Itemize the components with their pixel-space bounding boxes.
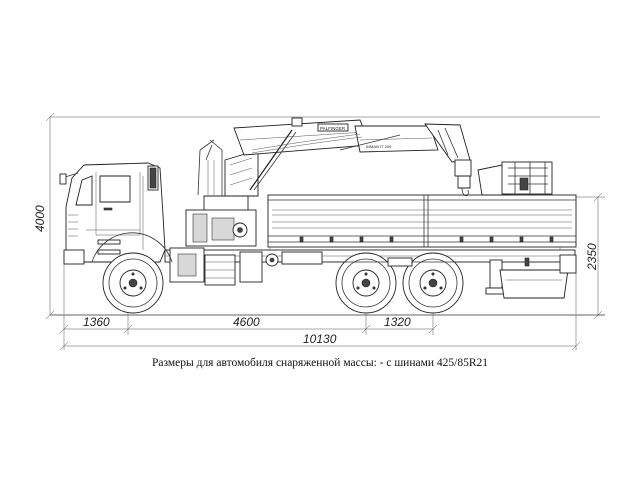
crane: PALFINGER INMAN IT 200 xyxy=(185,117,472,247)
dim-overall-length: 10130 xyxy=(303,332,337,346)
front-wheel xyxy=(91,232,173,314)
flatbed-platform xyxy=(267,194,577,250)
rear-wheel-2 xyxy=(402,252,464,314)
dim-overall-height: 4000 xyxy=(33,205,47,232)
dim-platform-height: 2350 xyxy=(585,243,599,271)
crane-model-label: INMAN IT 200 xyxy=(366,144,392,149)
truck-cab xyxy=(59,162,166,265)
dim-bogie: 1320 xyxy=(384,315,411,329)
rear-control-station xyxy=(477,161,553,196)
dim-wheelbase: 4600 xyxy=(233,315,260,329)
dim-front-overhang: 1360 xyxy=(83,315,110,329)
rear-suspension xyxy=(330,257,470,267)
crane-brand-label: PALFINGER xyxy=(320,126,346,131)
underbody-equipment xyxy=(169,247,577,299)
rear-wheel-1 xyxy=(335,252,397,314)
drawing-caption: Размеры для автомобиля снаряженной массы… xyxy=(151,357,489,369)
